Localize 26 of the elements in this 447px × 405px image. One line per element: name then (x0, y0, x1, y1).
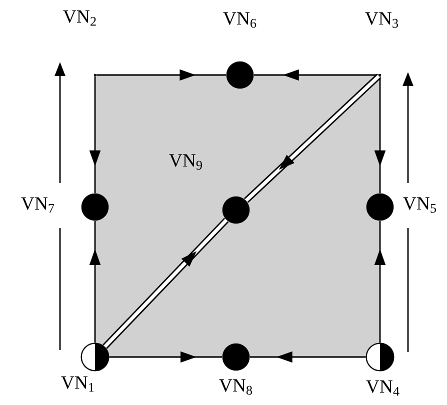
arrow (89, 76, 101, 194)
filled-circle (222, 343, 250, 371)
half-filled-circle (80, 342, 110, 372)
arrow (244, 74, 381, 203)
half-filled-circle (366, 342, 394, 372)
arrow (96, 69, 226, 81)
arrow (109, 351, 222, 363)
node-label: VN$_{4}$ (366, 380, 400, 396)
node-label: VN$_{6}$ (223, 12, 256, 28)
node-label: VN$_{5}$ (403, 197, 436, 213)
filled-circle (222, 196, 250, 224)
node-label: VN$_{1}$ (61, 376, 94, 392)
arrow (374, 76, 386, 194)
node-label: VN$_{7}$ (21, 197, 54, 213)
filled-circle (81, 193, 109, 221)
node-label: VN$_{8}$ (219, 379, 252, 395)
node-label: VN$_{2}$ (63, 10, 96, 26)
node-label: VN$_{3}$ (365, 12, 398, 28)
arrow (374, 220, 386, 343)
arrow (102, 218, 229, 349)
arrow (254, 69, 379, 81)
arrow (89, 220, 101, 343)
filled-circle (366, 193, 394, 221)
arrow (250, 351, 366, 363)
filled-circle (226, 61, 254, 89)
node-label: VN$_{9}$ (169, 154, 202, 170)
